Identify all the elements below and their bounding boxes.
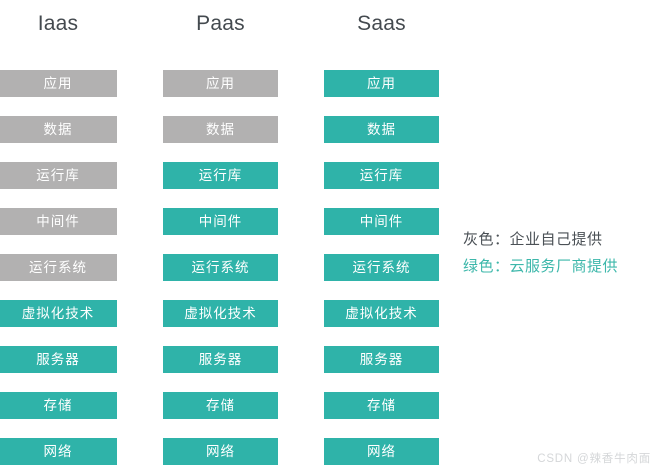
layer-bar: 中间件 (0, 208, 117, 235)
column-title-paas: Paas (196, 12, 245, 35)
stack-column-saas: 应用 数据 运行库 中间件 运行系统 虚拟化技术 服务器 存储 网络 (324, 70, 439, 474)
layer-bar: 虚拟化技术 (0, 300, 117, 327)
layer-bar: 应用 (163, 70, 278, 97)
layer-bar: 服务器 (324, 346, 439, 373)
layer-bar: 运行系统 (0, 254, 117, 281)
legend-item-green: 绿色：云服务厂商提供 (463, 258, 619, 275)
layer-bar: 存储 (163, 392, 278, 419)
layer-bar: 网络 (0, 438, 117, 465)
column-title-iaas: Iaas (37, 12, 79, 35)
column-title-saas: Saas (357, 12, 406, 35)
stack-column-iaas: 应用 数据 运行库 中间件 运行系统 虚拟化技术 服务器 存储 网络 (0, 70, 117, 474)
layer-bar: 存储 (324, 392, 439, 419)
layer-bar: 应用 (324, 70, 439, 97)
layer-bar: 中间件 (324, 208, 439, 235)
layer-bar: 网络 (324, 438, 439, 465)
layer-bar: 数据 (163, 116, 278, 143)
legend: 灰色：企业自己提供 绿色：云服务厂商提供 (463, 226, 653, 280)
layer-bar: 服务器 (0, 346, 117, 373)
watermark: CSDN @辣香牛肉面 (537, 453, 651, 465)
layer-bar: 运行系统 (324, 254, 439, 281)
layer-bar: 运行库 (324, 162, 439, 189)
layer-bar: 数据 (0, 116, 117, 143)
legend-item-gray: 灰色：企业自己提供 (463, 231, 603, 248)
layer-bar: 存储 (0, 392, 117, 419)
layer-bar: 网络 (163, 438, 278, 465)
layer-bar: 运行库 (0, 162, 117, 189)
layer-bar: 数据 (324, 116, 439, 143)
layer-bar: 中间件 (163, 208, 278, 235)
stack-column-paas: 应用 数据 运行库 中间件 运行系统 虚拟化技术 服务器 存储 网络 (163, 70, 278, 474)
layer-bar: 运行库 (163, 162, 278, 189)
layer-bar: 虚拟化技术 (163, 300, 278, 327)
layer-bar: 应用 (0, 70, 117, 97)
layer-bar: 虚拟化技术 (324, 300, 439, 327)
layer-bar: 服务器 (163, 346, 278, 373)
layer-bar: 运行系统 (163, 254, 278, 281)
